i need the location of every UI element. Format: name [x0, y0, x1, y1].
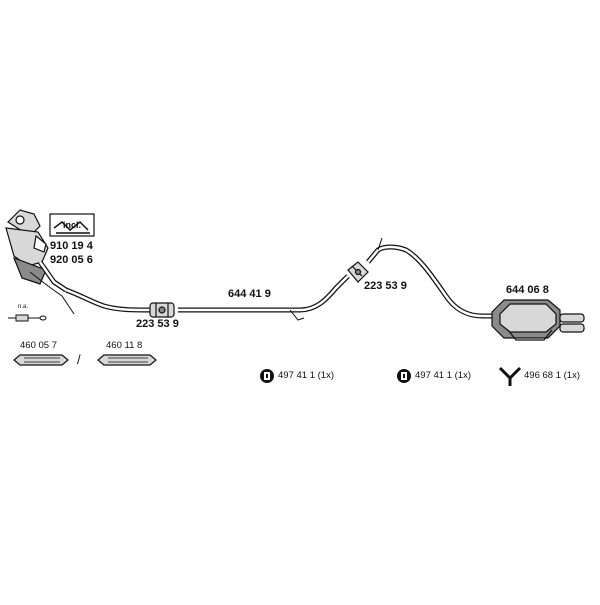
part-number-496-68-1[interactable]: 496 68 1 (1x): [524, 370, 580, 381]
repair-pipe-b-shape[interactable]: [97, 354, 157, 366]
lambda-sensor[interactable]: [8, 314, 47, 322]
not-available-note: n.a.: [18, 304, 29, 310]
part-number-460-05-7[interactable]: 460 05 7: [20, 340, 57, 351]
incl-box: [49, 213, 95, 237]
catalyst-assembly[interactable]: [5, 209, 75, 315]
pipe-rear[interactable]: [366, 237, 500, 319]
hanger-1-icon[interactable]: [260, 369, 274, 383]
part-number-497-41-1-second[interactable]: 497 41 1 (1x): [415, 370, 471, 381]
rear-silencer-shape[interactable]: [491, 299, 585, 341]
repair-pipe-a-shape[interactable]: [13, 354, 69, 366]
part-number-223-53-9-middle[interactable]: 223 53 9: [364, 280, 407, 292]
clamp-front-shape[interactable]: [149, 302, 175, 318]
separator-slash: /: [77, 352, 81, 367]
part-number-920-05-6[interactable]: 920 05 6: [50, 254, 93, 266]
part-number-644-06-8[interactable]: 644 06 8: [506, 284, 549, 296]
part-number-497-41-1-first[interactable]: 497 41 1 (1x): [278, 370, 334, 381]
part-number-644-41-9[interactable]: 644 41 9: [228, 288, 271, 300]
incl-label: incl.: [63, 220, 82, 230]
pipe-cat-outlet[interactable]: [65, 287, 151, 313]
pipe-middle[interactable]: [178, 274, 350, 321]
clamp-middle-shape[interactable]: [347, 261, 369, 283]
part-number-223-53-9-front[interactable]: 223 53 9: [136, 318, 179, 330]
part-number-460-11-8[interactable]: 460 11 8: [106, 340, 143, 351]
bracket-icon[interactable]: [498, 366, 522, 386]
hanger-2-icon[interactable]: [397, 369, 411, 383]
part-number-910-19-4[interactable]: 910 19 4: [50, 240, 93, 252]
